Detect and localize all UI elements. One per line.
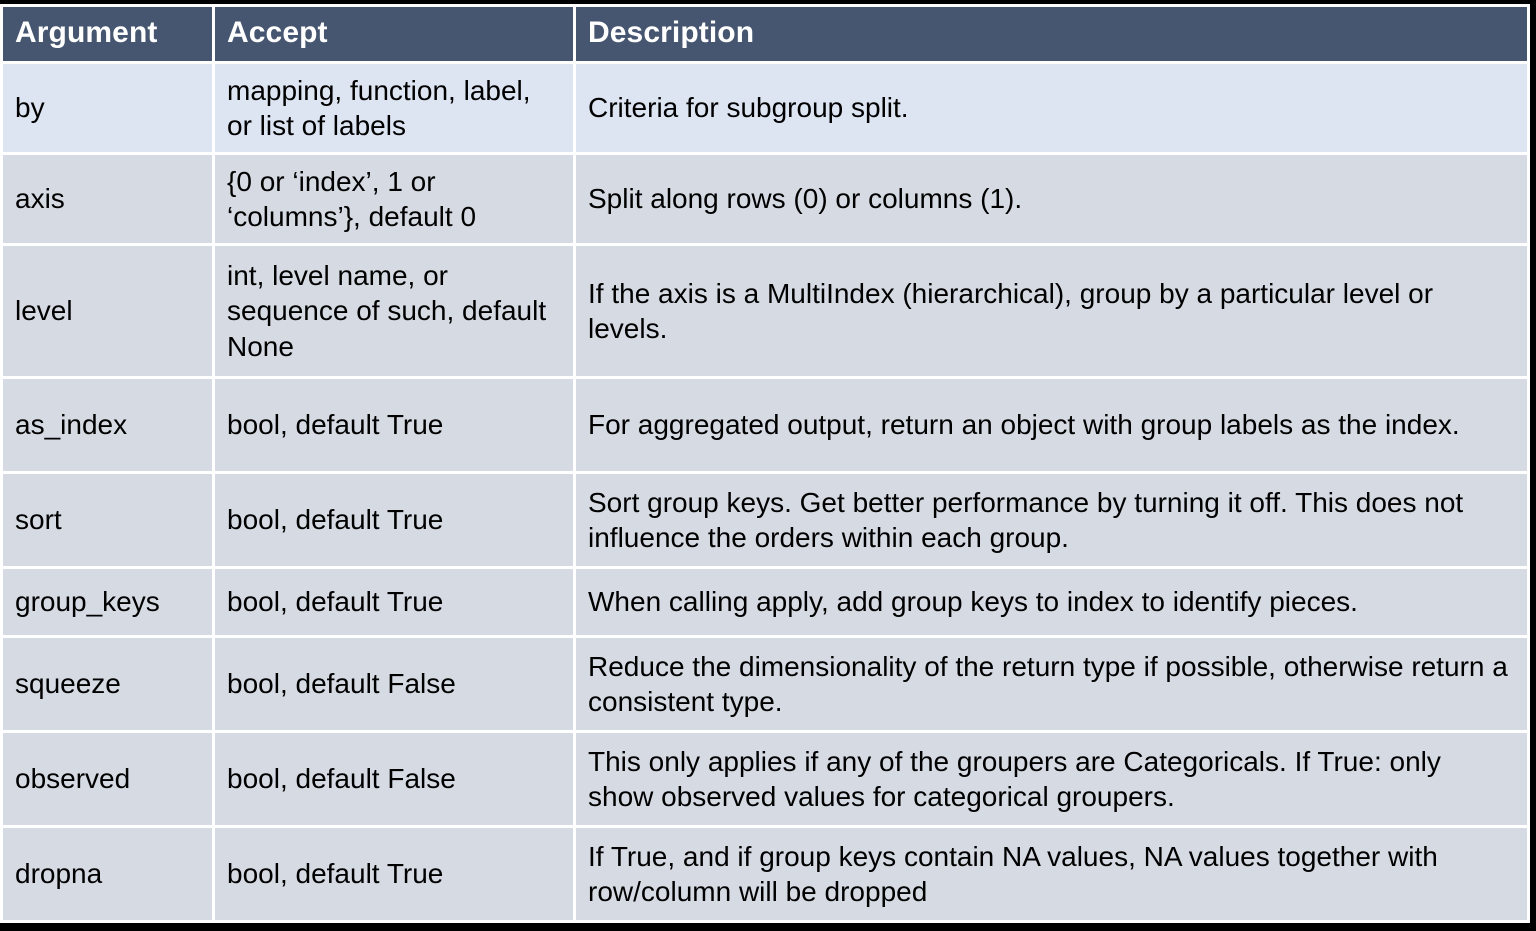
table-row: sort bool, default True Sort group keys.… (3, 474, 1527, 566)
table-row: squeeze bool, default False Reduce the d… (3, 638, 1527, 730)
column-header-accept: Accept (215, 7, 573, 61)
cell-description: Reduce the dimensionality of the return … (576, 638, 1527, 730)
cell-argument: squeeze (3, 638, 212, 730)
cell-accept: bool, default False (215, 733, 573, 825)
cell-accept: int, level name, or sequence of such, de… (215, 246, 573, 376)
cell-argument: dropna (3, 828, 212, 920)
table-row: dropna bool, default True If True, and i… (3, 828, 1527, 920)
table-row: group_keys bool, default True When calli… (3, 569, 1527, 635)
cell-description: Sort group keys. Get better performance … (576, 474, 1527, 566)
table-row: observed bool, default False This only a… (3, 733, 1527, 825)
cell-argument: axis (3, 155, 212, 243)
table-row: level int, level name, or sequence of su… (3, 246, 1527, 376)
cell-accept: bool, default True (215, 474, 573, 566)
groupby-parameter-table: Argument Accept Description by mapping, … (0, 4, 1530, 923)
cell-description: This only applies if any of the groupers… (576, 733, 1527, 825)
table-row: by mapping, function, label, or list of … (3, 64, 1527, 152)
cell-accept: mapping, function, label, or list of lab… (215, 64, 573, 152)
cell-description: For aggregated output, return an object … (576, 379, 1527, 471)
cell-accept: {0 or ‘index’, 1 or ‘columns’}, default … (215, 155, 573, 243)
table-header: Argument Accept Description (3, 7, 1527, 61)
column-header-argument: Argument (3, 7, 212, 61)
cell-description: If the axis is a MultiIndex (hierarchica… (576, 246, 1527, 376)
header-row: Argument Accept Description (3, 7, 1527, 61)
column-header-description: Description (576, 7, 1527, 61)
cell-accept: bool, default True (215, 379, 573, 471)
cell-argument: as_index (3, 379, 212, 471)
table-body: by mapping, function, label, or list of … (3, 64, 1527, 920)
cell-accept: bool, default True (215, 828, 573, 920)
table-row: as_index bool, default True For aggregat… (3, 379, 1527, 471)
table-row: axis {0 or ‘index’, 1 or ‘columns’}, def… (3, 155, 1527, 243)
cell-description: Criteria for subgroup split. (576, 64, 1527, 152)
cell-argument: observed (3, 733, 212, 825)
cell-argument: sort (3, 474, 212, 566)
cell-argument: group_keys (3, 569, 212, 635)
cell-argument: by (3, 64, 212, 152)
cell-accept: bool, default False (215, 638, 573, 730)
cell-description: When calling apply, add group keys to in… (576, 569, 1527, 635)
cell-accept: bool, default True (215, 569, 573, 635)
cell-description: Split along rows (0) or columns (1). (576, 155, 1527, 243)
parameter-table-container: Argument Accept Description by mapping, … (0, 4, 1530, 923)
cell-description: If True, and if group keys contain NA va… (576, 828, 1527, 920)
cell-argument: level (3, 246, 212, 376)
